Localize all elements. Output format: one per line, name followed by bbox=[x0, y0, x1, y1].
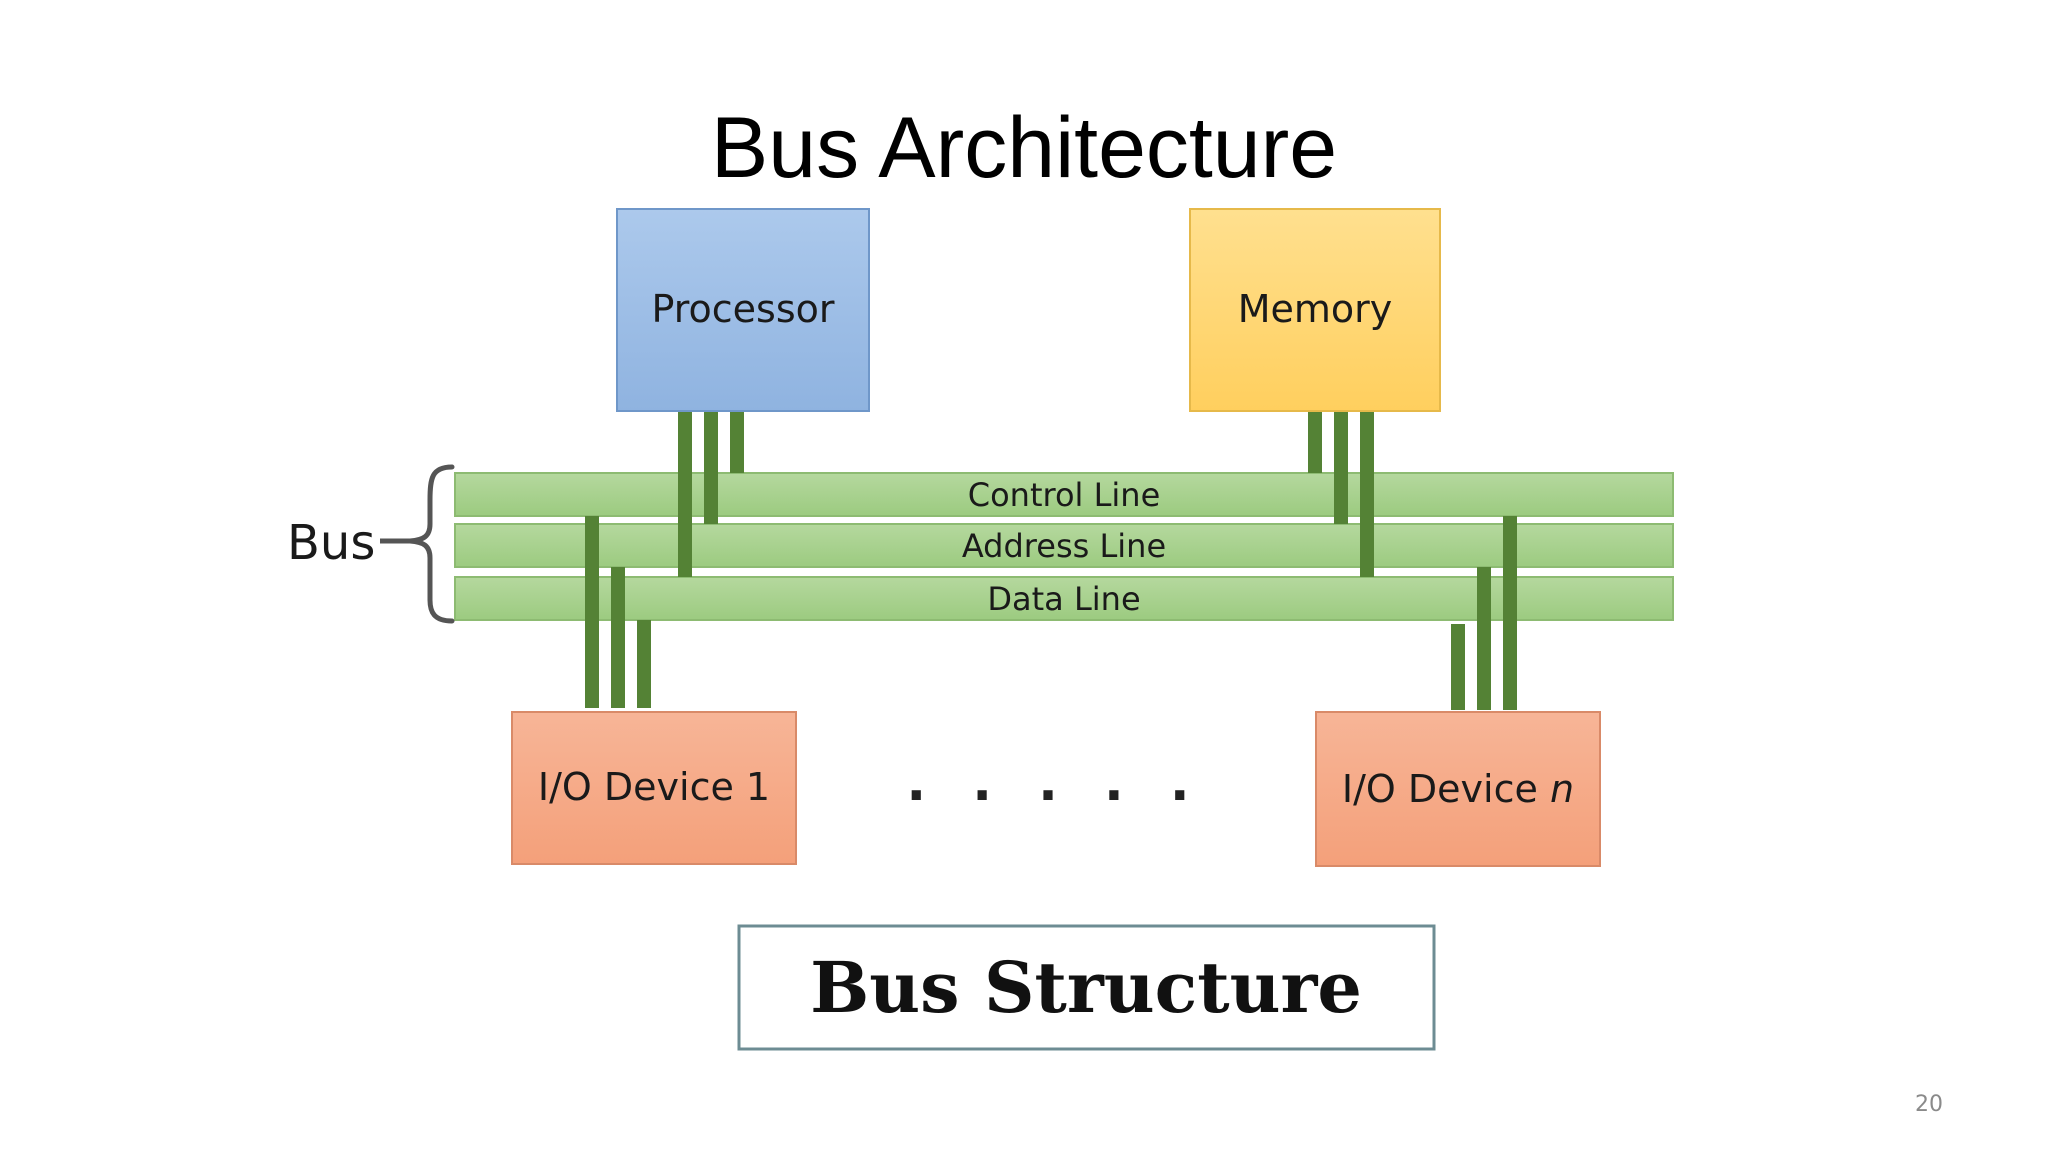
control-line-label: Control Line bbox=[968, 476, 1161, 514]
processor-label: Processor bbox=[651, 287, 834, 331]
io1-to-data-connector bbox=[611, 567, 625, 708]
memory-to-control-connector bbox=[1308, 412, 1322, 473]
slide-title: Bus Architecture bbox=[710, 100, 1338, 196]
io-device-n-label-italic: n bbox=[1550, 767, 1574, 811]
processor-connectors bbox=[678, 412, 744, 577]
ion-to-data-connector bbox=[1477, 567, 1491, 710]
data-line: Data Line bbox=[454, 576, 1674, 621]
caption-box: Bus Structure bbox=[737, 924, 1436, 1051]
data-line-label: Data Line bbox=[987, 580, 1140, 618]
io-device-n-connectors bbox=[1451, 516, 1517, 710]
memory-box: Memory bbox=[1189, 208, 1441, 412]
io1-to-address-connector bbox=[585, 516, 599, 708]
bus-label: Bus bbox=[287, 515, 375, 571]
memory-to-data-connector bbox=[1360, 412, 1374, 577]
control-line: Control Line bbox=[454, 472, 1674, 517]
io-device-1-label: I/O Device 1 bbox=[538, 765, 770, 809]
processor-to-data-connector bbox=[678, 412, 692, 577]
caption-label: Bus Structure bbox=[810, 946, 1362, 1029]
ion-to-address-connector bbox=[1503, 516, 1517, 710]
bus-brace bbox=[380, 464, 455, 624]
address-line-label: Address Line bbox=[962, 527, 1166, 565]
processor-box: Processor bbox=[616, 208, 870, 412]
memory-connectors bbox=[1308, 412, 1374, 577]
memory-label: Memory bbox=[1238, 287, 1393, 331]
processor-to-address-connector bbox=[704, 412, 718, 524]
io-device-n-label-prefix: I/O Device bbox=[1342, 767, 1550, 811]
ion-to-bus-connector bbox=[1451, 624, 1465, 710]
slide-number: 20 bbox=[1915, 1092, 1943, 1117]
io-device-1-box: I/O Device 1 bbox=[511, 711, 797, 865]
io-device-n-box: I/O Device n bbox=[1315, 711, 1601, 867]
io-device-1-connectors bbox=[585, 516, 651, 708]
processor-to-control-connector bbox=[730, 412, 744, 473]
address-line: Address Line bbox=[454, 523, 1674, 568]
ellipsis: . . . . . bbox=[906, 753, 1203, 813]
io1-to-bus-connector bbox=[637, 620, 651, 708]
io-device-n-label: I/O Device n bbox=[1342, 767, 1574, 811]
memory-to-address-connector bbox=[1334, 412, 1348, 524]
